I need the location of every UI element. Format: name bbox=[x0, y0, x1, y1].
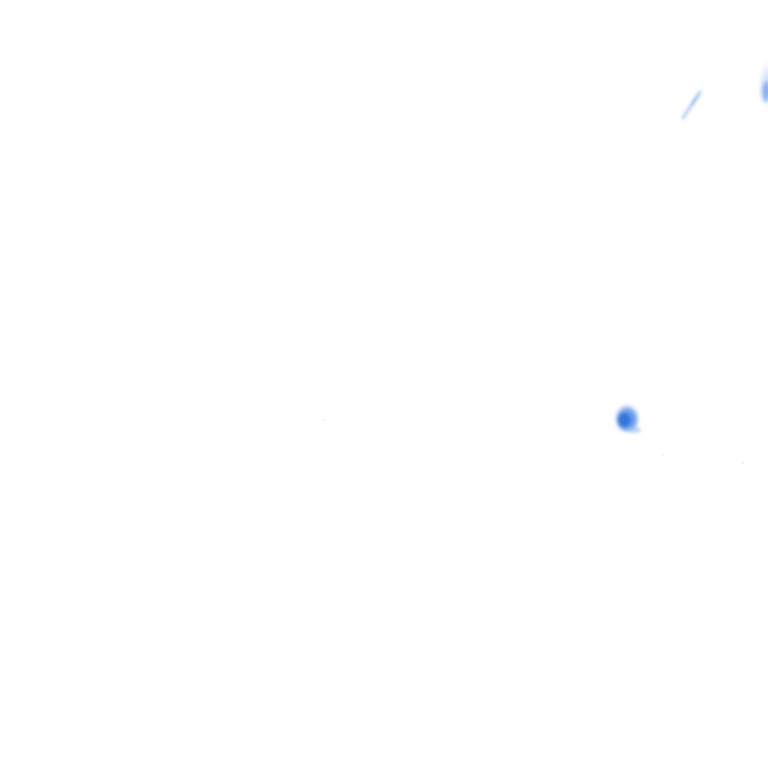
diagonal-streak bbox=[681, 90, 702, 120]
faint-specks bbox=[323, 419, 744, 464]
top-right-splotch bbox=[759, 62, 768, 106]
center-right-blob bbox=[615, 404, 641, 433]
